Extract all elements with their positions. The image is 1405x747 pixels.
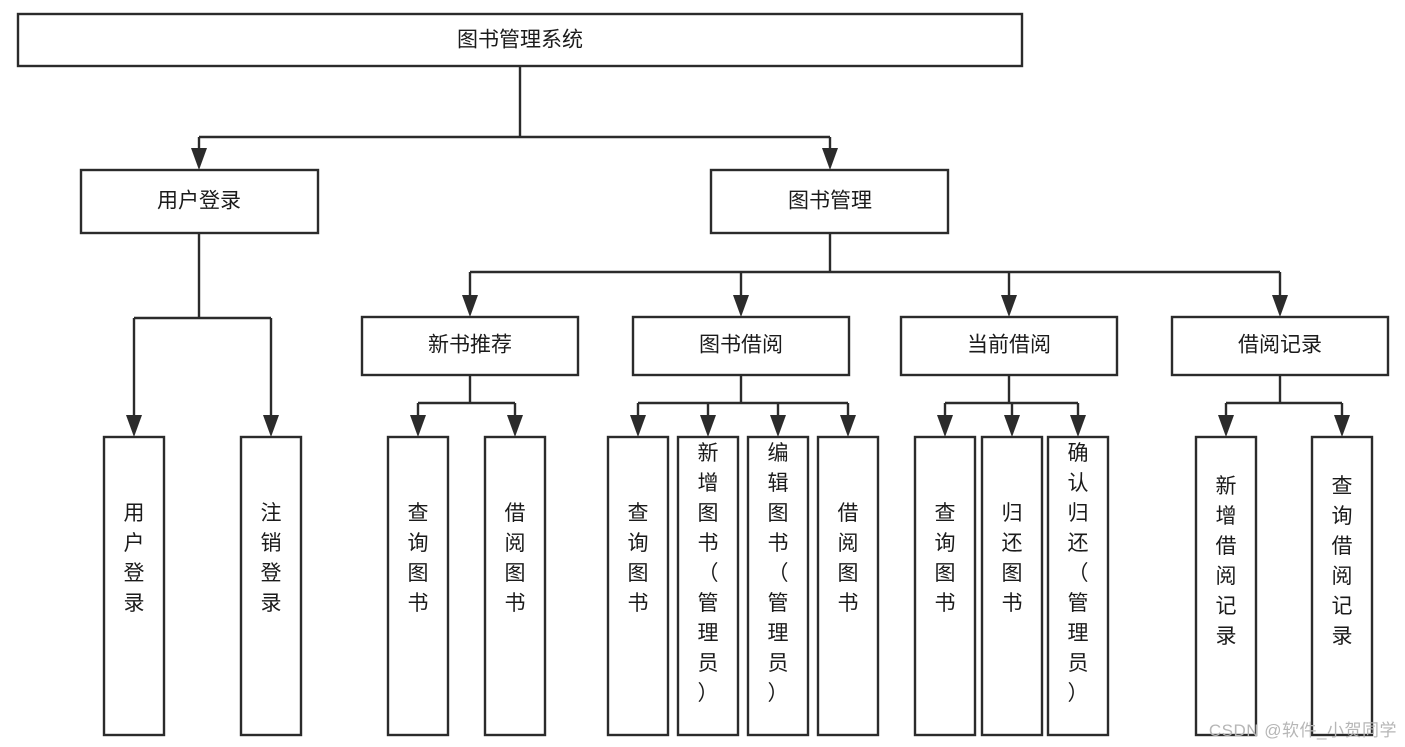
leaf-return-book-box[interactable] (980, 435, 1044, 737)
leaf-confirm-return-admin-box[interactable] (1046, 435, 1110, 737)
arrow-login-to-logout (263, 415, 279, 437)
leaf-query-borrow-record-label: 查询借阅记录 (1332, 475, 1353, 648)
leaf-user-login-box[interactable] (102, 435, 166, 737)
arrow-current-to-query (937, 415, 953, 437)
node-user-login-label: 用户登录 (157, 190, 241, 213)
arrow-newbook-to-query (410, 415, 426, 437)
leaf-return-book-label: 归还图书 (1002, 502, 1023, 615)
arrow-current-to-confirm (1070, 415, 1086, 437)
arrow-record-to-add (1218, 415, 1234, 437)
arrow-root-to-bookmgmt (822, 148, 838, 170)
leaf-query-book-borrow-box[interactable] (606, 435, 670, 737)
leaf-lend-book[interactable]: 借阅图书 (816, 435, 880, 737)
leaf-query-book-newbook-box[interactable] (386, 435, 450, 737)
leaf-query-book-newbook[interactable]: 查询图书 (386, 435, 450, 737)
leaf-edit-book-admin-box[interactable] (746, 435, 810, 737)
leaf-confirm-return-admin-label: 确认归还（管理员） (1068, 442, 1089, 705)
node-root-box[interactable] (16, 12, 1024, 68)
node-root-label: 图书管理系统 (457, 29, 583, 52)
node-current-borrow[interactable]: 当前借阅 (899, 315, 1119, 377)
leaf-lend-book-label: 借阅图书 (838, 502, 859, 615)
node-book-management[interactable]: 图书管理 (709, 168, 950, 235)
arrow-login-to-userlogin (126, 415, 142, 437)
node-current-borrow-box[interactable] (899, 315, 1119, 377)
node-borrow-record[interactable]: 借阅记录 (1170, 315, 1390, 377)
leaf-borrow-book-newbook[interactable]: 借阅图书 (483, 435, 547, 737)
arrow-borrow-to-add (700, 415, 716, 437)
leaf-logout-box[interactable] (239, 435, 303, 737)
node-user-login[interactable]: 用户登录 (79, 168, 320, 235)
leaf-add-borrow-record-box[interactable] (1194, 435, 1258, 737)
leaf-add-book-admin-box[interactable] (676, 435, 740, 737)
arrow-record-to-query (1334, 415, 1350, 437)
arrow-current-to-return (1004, 415, 1020, 437)
arrow-newbook-to-borrow (507, 415, 523, 437)
leaf-add-book-admin-label: 新增图书（管理员） (698, 442, 719, 705)
node-borrow-record-box[interactable] (1170, 315, 1390, 377)
node-book-borrow-label: 图书借阅 (699, 334, 783, 357)
leaf-lend-book-box[interactable] (816, 435, 880, 737)
arrow-root-to-login (191, 148, 207, 170)
leaf-user-login-label: 用户登录 (124, 502, 145, 615)
node-borrow-record-label: 借阅记录 (1238, 334, 1322, 357)
leaf-return-book[interactable]: 归还图书 (980, 435, 1044, 737)
node-current-borrow-label: 当前借阅 (967, 334, 1051, 357)
arrow-borrow-to-lend (840, 415, 856, 437)
node-new-book-recommend[interactable]: 新书推荐 (360, 315, 580, 377)
leaf-query-book-current[interactable]: 查询图书 (913, 435, 977, 737)
arrow-borrow-to-edit (770, 415, 786, 437)
leaf-user-login[interactable]: 用户登录 (102, 435, 166, 737)
node-new-book-recommend-box[interactable] (360, 315, 580, 377)
leaf-query-book-current-label: 查询图书 (935, 502, 956, 615)
leaf-query-book-borrow[interactable]: 查询图书 (606, 435, 670, 737)
node-book-borrow[interactable]: 图书借阅 (631, 315, 851, 377)
leaf-confirm-return-admin[interactable]: 确认归还（管理员） (1046, 435, 1110, 737)
arrow-bookmgmt-to-record (1272, 295, 1288, 317)
leaf-query-borrow-record[interactable]: 查询借阅记录 (1310, 435, 1374, 737)
arrow-bookmgmt-to-borrow (733, 295, 749, 317)
arrow-bookmgmt-to-current (1001, 295, 1017, 317)
leaf-add-borrow-record-label: 新增借阅记录 (1216, 475, 1237, 648)
node-book-management-box[interactable] (709, 168, 950, 235)
node-book-borrow-box[interactable] (631, 315, 851, 377)
leaf-edit-book-admin[interactable]: 编辑图书（管理员） (746, 435, 810, 737)
leaf-query-book-newbook-label: 查询图书 (408, 502, 429, 615)
node-user-login-box[interactable] (79, 168, 320, 235)
leaf-query-borrow-record-box[interactable] (1310, 435, 1374, 737)
leaf-edit-book-admin-label: 编辑图书（管理员） (768, 442, 789, 705)
leaf-logout[interactable]: 注销登录 (239, 435, 303, 737)
node-new-book-recommend-label: 新书推荐 (428, 334, 512, 357)
leaf-borrow-book-newbook-label: 借阅图书 (505, 502, 526, 615)
arrow-borrow-to-query (630, 415, 646, 437)
leaf-add-book-admin[interactable]: 新增图书（管理员） (676, 435, 740, 737)
leaf-logout-label: 注销登录 (261, 502, 282, 615)
connector-layer (126, 66, 1350, 437)
leaf-query-book-current-box[interactable] (913, 435, 977, 737)
leaf-add-borrow-record[interactable]: 新增借阅记录 (1194, 435, 1258, 737)
leaf-borrow-book-newbook-box[interactable] (483, 435, 547, 737)
node-book-management-label: 图书管理 (788, 190, 872, 213)
node-root[interactable]: 图书管理系统 (16, 12, 1024, 68)
arrow-bookmgmt-to-newbook (462, 295, 478, 317)
leaf-query-book-borrow-label: 查询图书 (628, 502, 649, 615)
